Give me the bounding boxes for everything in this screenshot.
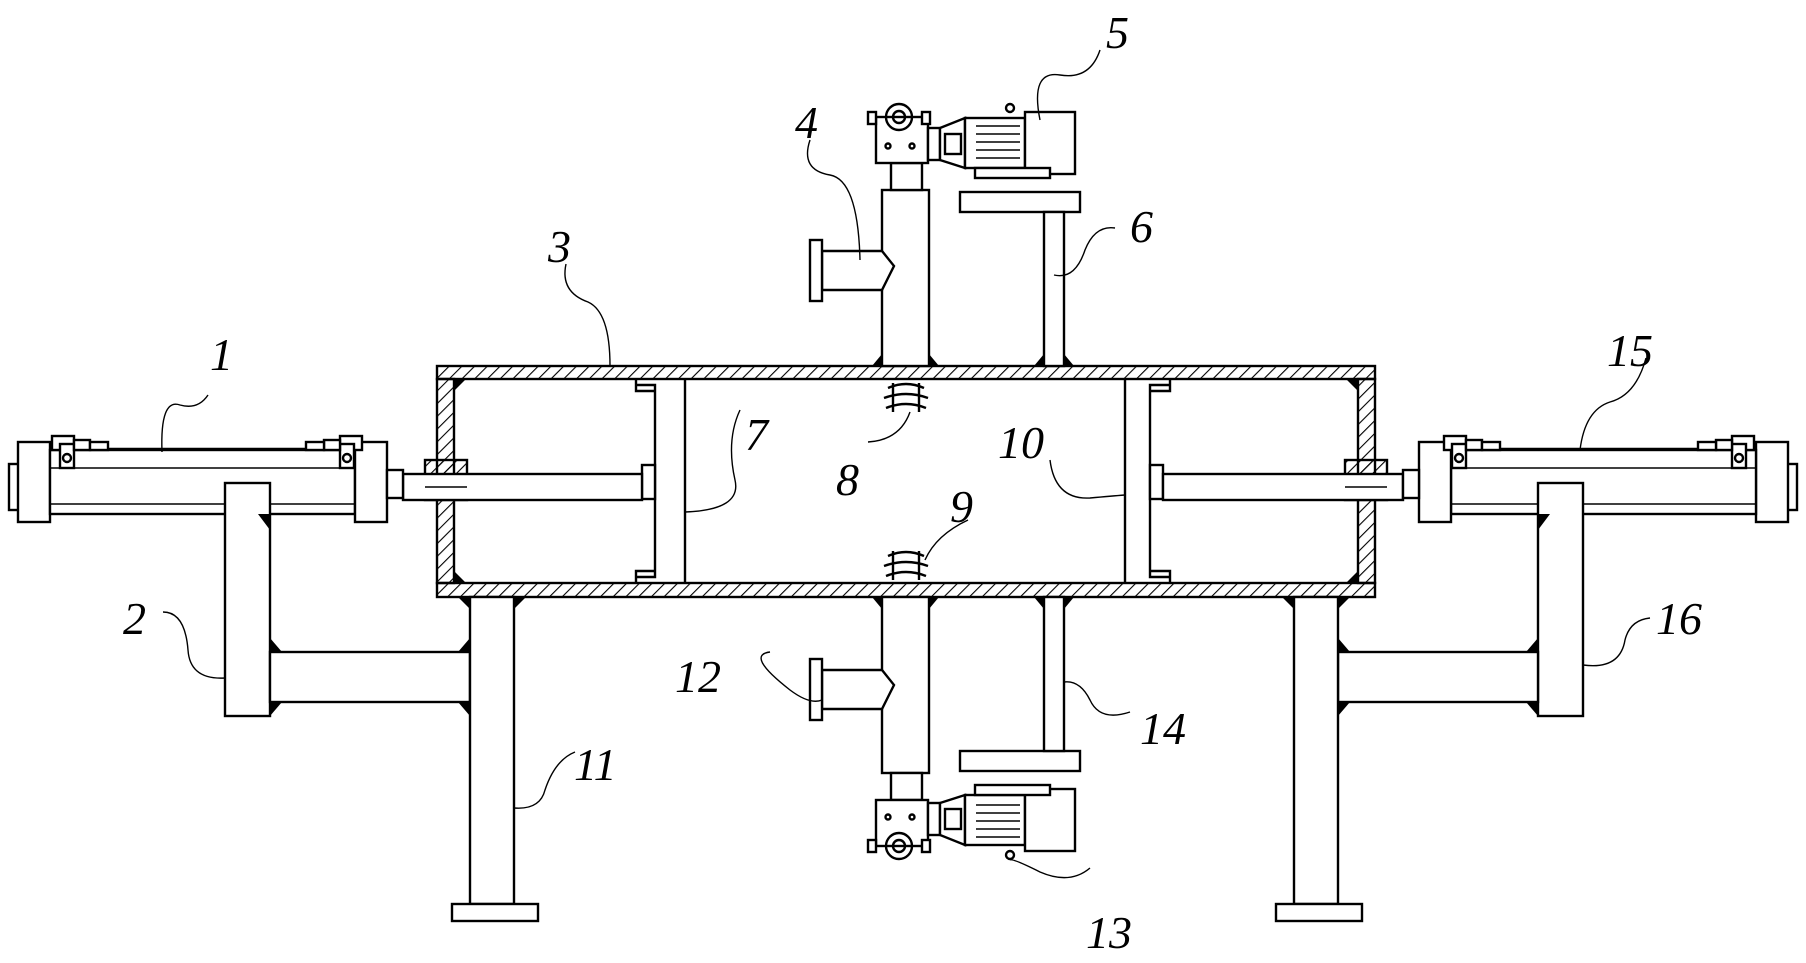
spiral-brush-bottom — [883, 550, 929, 580]
label-12: 12 — [675, 651, 721, 702]
right-piston — [1123, 379, 1172, 583]
top-shaft — [1034, 210, 1074, 368]
label-13: 13 — [1086, 907, 1132, 958]
label-10: 10 — [998, 417, 1044, 468]
right-cylinder — [1401, 434, 1799, 524]
label-11: 11 — [574, 739, 617, 790]
left-leg — [450, 595, 540, 923]
label-15: 15 — [1607, 325, 1653, 376]
label-6: 6 — [1130, 201, 1153, 252]
label-4: 4 — [795, 97, 818, 148]
bottom-outlet-pipe — [808, 595, 939, 802]
right-support — [1336, 481, 1585, 718]
label-2: 2 — [123, 593, 146, 644]
leader-lines — [161, 49, 1651, 879]
label-7: 7 — [745, 409, 770, 460]
label-5: 5 — [1106, 7, 1129, 58]
left-piston — [634, 379, 687, 583]
piston-rods — [401, 472, 1405, 502]
left-support — [223, 481, 472, 718]
left-cylinder — [7, 434, 405, 524]
top-inlet-pipe — [808, 161, 939, 368]
part-labels: 1 2 3 4 5 6 7 8 9 10 11 12 13 14 15 16 — [123, 7, 1702, 958]
label-3: 3 — [547, 221, 571, 272]
right-leg — [1274, 595, 1364, 923]
label-1: 1 — [210, 329, 233, 380]
label-9: 9 — [950, 481, 973, 532]
label-16: 16 — [1656, 593, 1702, 644]
bottom-drive-motor — [866, 749, 1082, 861]
label-14: 14 — [1140, 703, 1186, 754]
label-8: 8 — [836, 454, 859, 505]
bottom-shaft — [1034, 595, 1074, 753]
top-drive-motor — [866, 102, 1082, 214]
spiral-brush-top — [883, 382, 929, 412]
